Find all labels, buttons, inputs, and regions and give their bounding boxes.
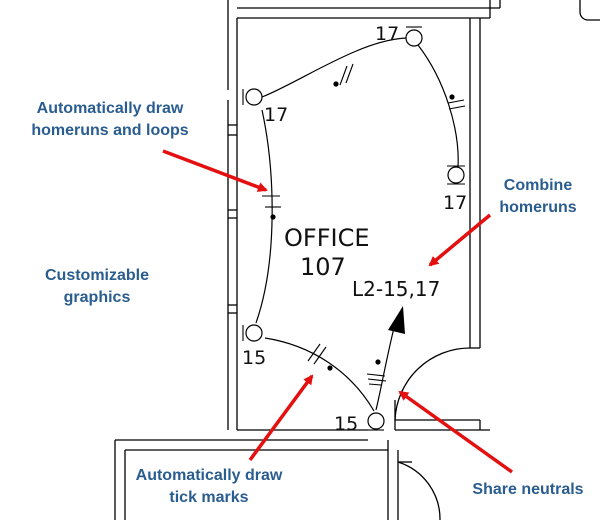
receptacle-left-lower	[242, 324, 263, 342]
wire-bottom-loop	[264, 337, 375, 412]
arrow-tick-marks	[248, 374, 314, 462]
wire-left-loop	[255, 109, 273, 324]
plan-labels: 17 17 17 15 15 OFFICE 107 L2-15,17	[242, 23, 467, 435]
circuit-label-top: 17	[375, 23, 399, 45]
walls	[114, 0, 600, 520]
room-number: 107	[300, 253, 346, 281]
callout-homeruns-loops-line1: Automatically draw	[37, 100, 184, 117]
wire-right-loop	[417, 44, 459, 168]
callout-tick-marks-line1: Automatically draw	[136, 467, 283, 484]
callout-share-neutrals: Share neutrals	[472, 481, 583, 498]
room-name: OFFICE	[284, 224, 370, 252]
callouts: Automatically draw homeruns and loops Cu…	[31, 100, 583, 506]
tick-marks	[262, 63, 466, 386]
callout-combine-line2: homeruns	[499, 199, 576, 216]
callout-homeruns-loops-line2: homeruns and loops	[31, 122, 188, 139]
receptacle-top	[405, 26, 423, 47]
wire-homerun	[375, 319, 397, 411]
receptacle-bottom	[367, 412, 385, 431]
callout-customizable-line2: graphics	[64, 289, 131, 306]
receptacle-right	[447, 165, 465, 185]
callout-tick-marks-line2: tick marks	[169, 489, 248, 506]
receptacles	[242, 26, 465, 431]
arrow-combine	[428, 213, 492, 267]
arrow-homeruns-loops	[162, 149, 268, 192]
circuit-label-left-lower: 15	[242, 347, 266, 369]
receptacle-left-upper	[242, 88, 263, 106]
wire-top-loop	[261, 37, 407, 98]
callout-arrows	[162, 149, 514, 474]
callout-combine-line1: Combine	[504, 177, 573, 194]
circuit-label-right: 17	[443, 192, 467, 214]
arrow-share-neutrals	[398, 390, 514, 474]
circuit-label-left-upper: 17	[264, 104, 288, 126]
circuit-label-bottom: 15	[334, 413, 358, 435]
homerun-tag: L2-15,17	[352, 277, 440, 301]
callout-customizable-line1: Customizable	[45, 267, 149, 284]
